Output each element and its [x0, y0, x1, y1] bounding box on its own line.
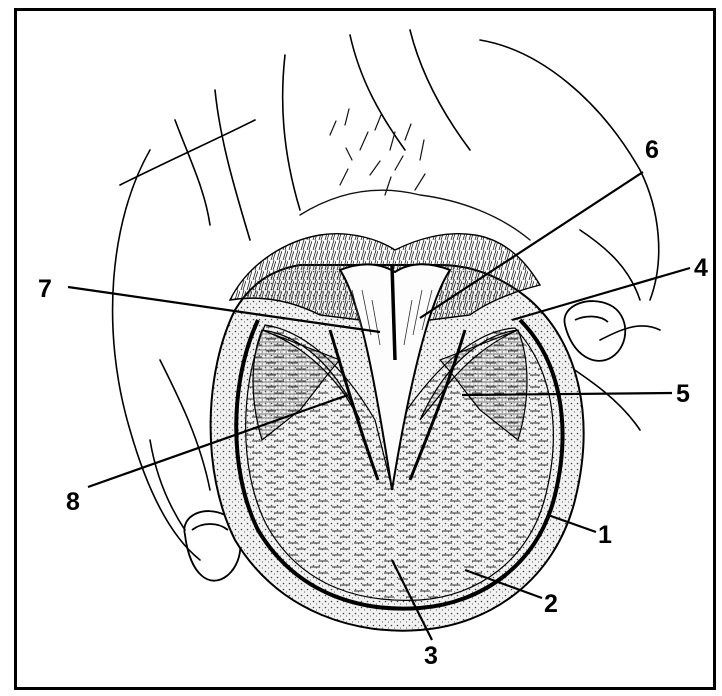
- label-2: 2: [544, 590, 558, 618]
- thumb-right: [564, 301, 625, 361]
- hair-tuft: [300, 109, 530, 240]
- label-6: 6: [645, 136, 659, 164]
- label-1: 1: [598, 521, 612, 549]
- label-5: 5: [676, 380, 690, 408]
- label-4: 4: [694, 254, 708, 282]
- label-8: 8: [66, 488, 80, 516]
- label-7: 7: [38, 275, 52, 303]
- label-3: 3: [424, 642, 438, 670]
